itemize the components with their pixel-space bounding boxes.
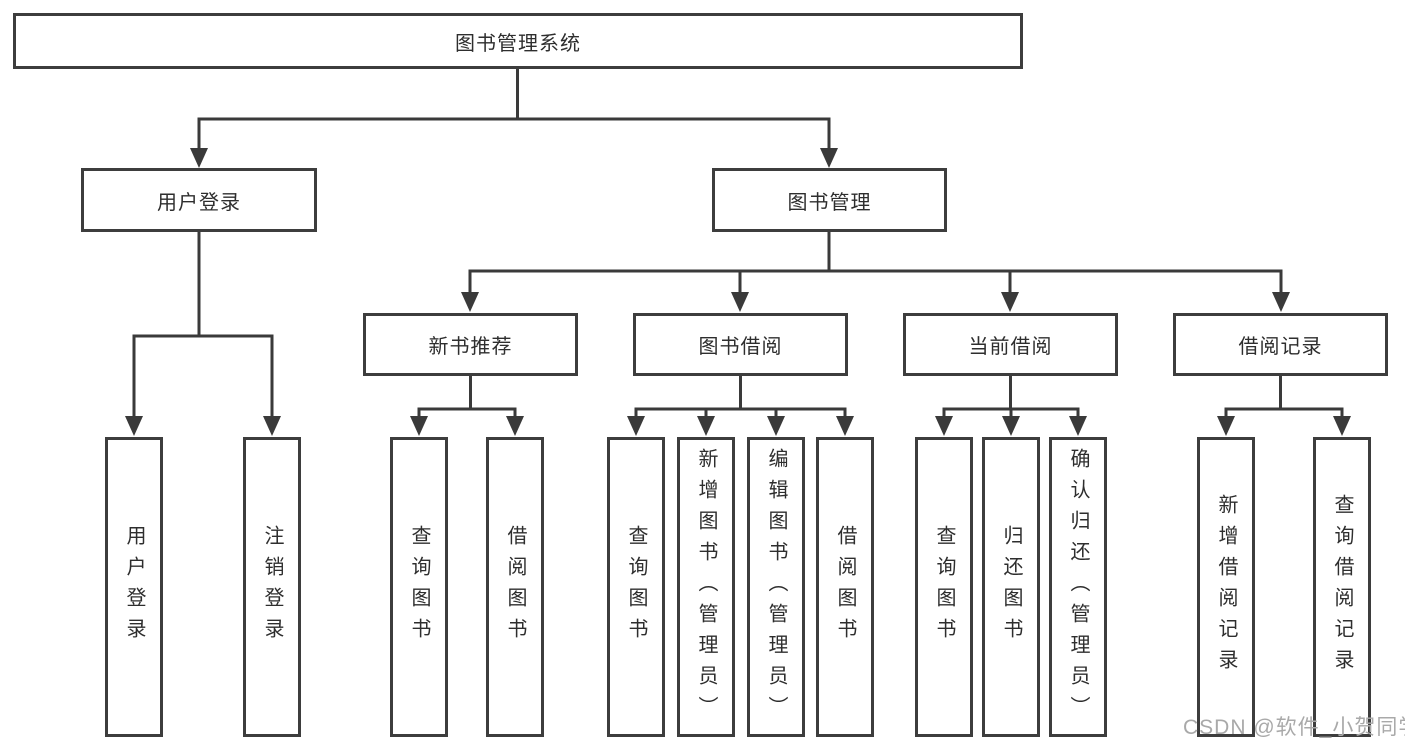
leaf-user-login: 用户登录 xyxy=(105,437,163,737)
node-label: 用户登录 xyxy=(157,191,241,214)
node-label: 查询图书 xyxy=(933,525,955,649)
node-borrow-records: 借阅记录 xyxy=(1173,313,1388,376)
node-book-borrow: 图书借阅 xyxy=(633,313,848,376)
node-library-management-system: 图书管理系统 xyxy=(13,13,1023,69)
node-label: 确认归还（管理员） xyxy=(1067,447,1089,727)
leaf-borrow-books-1: 借阅图书 xyxy=(486,437,544,737)
node-book-management: 图书管理 xyxy=(712,168,947,232)
leaf-query-books-2: 查询图书 xyxy=(607,437,665,737)
node-label: 查询借阅记录 xyxy=(1331,494,1353,680)
node-label: 归还图书 xyxy=(1000,525,1022,649)
node-label: 查询图书 xyxy=(625,525,647,649)
leaf-query-books-1: 查询图书 xyxy=(390,437,448,737)
node-label: 新增图书（管理员） xyxy=(695,447,717,727)
leaf-add-borrow-record: 新增借阅记录 xyxy=(1197,437,1255,737)
leaf-query-books-3: 查询图书 xyxy=(915,437,973,737)
csdn-watermark: CSDN @软件_小贺同学 xyxy=(1183,716,1405,739)
leaf-query-borrow-record: 查询借阅记录 xyxy=(1313,437,1371,737)
leaf-add-books-admin: 新增图书（管理员） xyxy=(677,437,735,737)
node-new-book-recommend: 新书推荐 xyxy=(363,313,578,376)
node-label: 查询图书 xyxy=(408,525,430,649)
node-current-borrow: 当前借阅 xyxy=(903,313,1118,376)
node-label: 当前借阅 xyxy=(968,336,1053,358)
node-label: 用户登录 xyxy=(123,525,145,649)
node-label: 借阅记录 xyxy=(1238,336,1323,358)
node-label: 借阅图书 xyxy=(834,525,856,649)
node-label: 借阅图书 xyxy=(504,525,526,649)
leaf-borrow-books-2: 借阅图书 xyxy=(816,437,874,737)
leaf-confirm-return-admin: 确认归还（管理员） xyxy=(1049,437,1107,737)
node-label: 图书管理 xyxy=(787,191,872,214)
node-label: 新书推荐 xyxy=(428,336,513,358)
leaf-edit-books-admin: 编辑图书（管理员） xyxy=(747,437,805,737)
node-user-login: 用户登录 xyxy=(81,168,317,232)
node-label: 图书管理系统 xyxy=(455,32,581,55)
node-label: 编辑图书（管理员） xyxy=(765,447,787,727)
node-label: 注销登录 xyxy=(261,525,283,649)
leaf-return-books: 归还图书 xyxy=(982,437,1040,737)
node-label: 新增借阅记录 xyxy=(1215,494,1237,680)
node-label: 图书借阅 xyxy=(698,336,783,358)
leaf-logout: 注销登录 xyxy=(243,437,301,737)
